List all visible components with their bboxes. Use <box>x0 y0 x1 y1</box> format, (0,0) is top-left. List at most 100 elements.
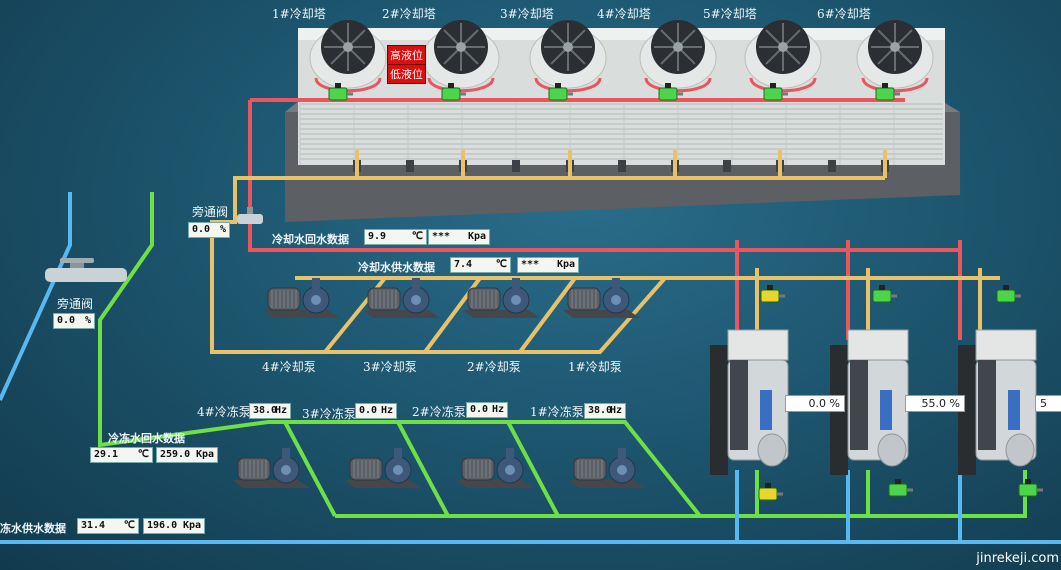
tower-label-5: 5#冷却塔 <box>703 7 757 21</box>
cooling-return-pressure: *** Kpa <box>428 229 490 245</box>
chilled-return-label: 冷冻水回水数据 <box>108 432 185 445</box>
cooling-pump-1[interactable] <box>563 278 640 318</box>
chilled-pump-freq-2-unit: Hz <box>491 404 504 415</box>
chilled-pump-label-4: 4#冷冻泵 <box>197 405 251 419</box>
chilled-pump-2[interactable] <box>457 448 534 488</box>
chilled-supply-pressure-unit: Kpa <box>182 520 201 531</box>
chilled-return-pressure-value: 259.0 <box>160 449 191 460</box>
green-chiller-drops <box>755 470 870 516</box>
green-branches <box>283 421 700 518</box>
chilled-return-pressure: 259.0 Kpa <box>156 447 218 463</box>
chilled-supply-temp-unit: ℃ <box>123 520 135 531</box>
chiller-2-cooling-valve[interactable] <box>872 285 897 303</box>
cooling-supply-pressure-unit: Kpa <box>556 259 575 270</box>
tower-fan-4 <box>639 20 717 93</box>
high-level-alarm: 高液位 <box>387 45 426 65</box>
chiller-1-cooling-valve[interactable] <box>760 285 785 303</box>
cooling-pump-4[interactable] <box>263 278 340 318</box>
chilled-pump-freq-1-value: 38.0 <box>588 405 613 416</box>
chilled-pump-1[interactable] <box>569 448 646 488</box>
tower-valve-3[interactable] <box>548 83 573 101</box>
chilled-pump-3[interactable] <box>345 448 422 488</box>
chilled-pump-freq-4-unit: Hz <box>274 405 287 416</box>
cooling-supply-label: 冷却水供水数据 <box>358 261 435 274</box>
tower-fan-6 <box>856 20 934 93</box>
chiller-2-load: 55.0 % <box>905 395 965 412</box>
chiller-3-chilled-valve[interactable] <box>1018 479 1043 497</box>
tower-top <box>298 28 945 40</box>
chilled-pump-freq-3-unit: Hz <box>380 405 393 416</box>
cooling-supply-temp-unit: ℃ <box>495 259 507 270</box>
red-drops <box>735 240 962 340</box>
cooling-return-pressure-unit: Kpa <box>467 231 486 242</box>
pumps <box>233 278 646 488</box>
bypass-top-number: 0.0 <box>192 224 211 235</box>
chiller-3-cooling-valve[interactable] <box>996 285 1021 303</box>
chilled-supply-pressure-value: 196.0 <box>147 520 178 531</box>
valves <box>328 83 1043 501</box>
tower-label-6: 6#冷却塔 <box>817 7 871 21</box>
chilled-pump-freq-1: 38.0 Hz <box>584 403 626 419</box>
low-level-alarm: 低液位 <box>387 64 426 84</box>
yellow-tower-drops <box>355 150 887 178</box>
bypass-left-unit: % <box>84 315 91 326</box>
chiller-3-load: 5 <box>1035 395 1061 412</box>
cooling-supply-pressure-value: *** <box>521 259 540 270</box>
cooling-pump-2[interactable] <box>463 278 540 318</box>
cooling-pump-label-3: 3#冷却泵 <box>363 360 417 374</box>
chilled-pump-label-3: 3#冷冻泵 <box>302 407 356 421</box>
chillers <box>710 329 1037 475</box>
chiller-1-chilled-valve[interactable] <box>758 483 783 501</box>
cooling-pump-label-2: 2#冷却泵 <box>467 360 521 374</box>
chilled-supply-pressure: 196.0 Kpa <box>143 518 205 534</box>
yellow-pump-branches <box>295 276 665 354</box>
tower-valve-1[interactable] <box>328 83 353 101</box>
chilled-pump-4[interactable] <box>233 448 310 488</box>
tower-fan-2 <box>422 20 500 93</box>
cooling-return-temp-unit: ℃ <box>411 231 423 242</box>
cooling-pump-label-1: 1#冷却泵 <box>568 360 622 374</box>
chilled-supply-temp-value: 31.4 <box>81 520 106 531</box>
chiller-1[interactable] <box>710 329 789 475</box>
chilled-supply-temp: 31.4 ℃ <box>77 518 139 534</box>
cooling-pump-3[interactable] <box>363 278 440 318</box>
chiller-1-load: 0.0 % <box>785 395 845 412</box>
bypass-left-number: 0.0 <box>57 315 76 326</box>
cooling-return-temp-value: 9.9 <box>368 231 387 242</box>
chilled-pump-freq-1-unit: Hz <box>609 405 622 416</box>
bypass-valve-left[interactable] <box>45 258 127 282</box>
cooling-supply-temp: 7.4 ℃ <box>450 257 511 273</box>
tower-valve-6[interactable] <box>875 83 900 101</box>
chilled-pump-freq-2-value: 0.0 <box>470 404 489 415</box>
chilled-supply-label: 冻水供水数据 <box>0 522 66 535</box>
yellow-chiller-drops <box>755 268 982 330</box>
cooling-supply-pressure: *** Kpa <box>517 257 579 273</box>
tower-valve-2[interactable] <box>441 83 466 101</box>
bypass-top-label: 旁通阀 <box>192 205 229 219</box>
chiller-3[interactable] <box>958 329 1037 475</box>
cooling-return-pressure-value: *** <box>432 231 451 242</box>
chilled-pump-label-1: 1#冷冻泵 <box>530 405 584 419</box>
tower-label-4: 4#冷却塔 <box>597 7 651 21</box>
chilled-pump-freq-2: 0.0 Hz <box>466 402 508 418</box>
tower-valve-5[interactable] <box>763 83 788 101</box>
green-pipe-main <box>98 192 1027 518</box>
cooling-supply-temp-value: 7.4 <box>454 259 473 270</box>
tower-valve-4[interactable] <box>658 83 683 101</box>
bypass-valve-top[interactable] <box>237 207 263 224</box>
tower-label-3: 3#冷却塔 <box>500 7 554 21</box>
chiller-2[interactable] <box>830 329 909 475</box>
tower-fans <box>309 20 934 93</box>
blue-pipe-left <box>0 192 72 401</box>
chiller-2-chilled-valve[interactable] <box>888 479 913 497</box>
cooling-pump-label-4: 4#冷却泵 <box>262 360 316 374</box>
tower-label-2: 2#冷却塔 <box>382 7 436 21</box>
yellow-pipe-main <box>210 176 1000 354</box>
red-pipe-left <box>248 100 960 252</box>
blue-chiller-drops <box>735 470 962 542</box>
chilled-pump-freq-3: 0.0 Hz <box>355 403 397 419</box>
tower-fan-1 <box>309 20 387 93</box>
chilled-return-pressure-unit: Kpa <box>195 449 214 460</box>
